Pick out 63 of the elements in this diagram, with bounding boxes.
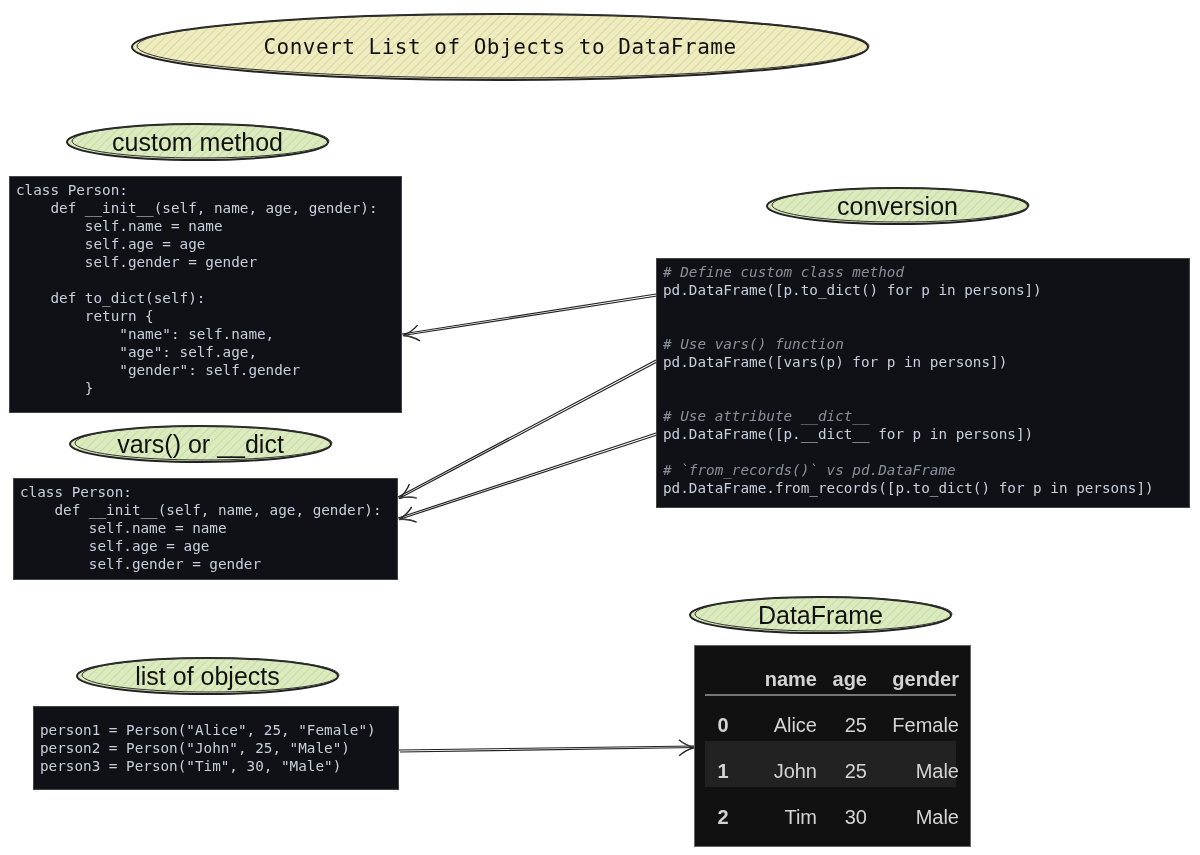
code-line: class Person: (16, 181, 128, 199)
code-block (13, 478, 398, 580)
row-index: 0 (717, 713, 729, 737)
arrow (397, 432, 658, 523)
code-line: self.gender = gender (83, 253, 257, 271)
table-cell: Tim (784, 805, 817, 829)
code-line: pd.DataFrame([vars(p) for p in persons]) (663, 353, 1008, 371)
code-line: pd.DataFrame.from_records([p.to_dict() for p in persons]) (663, 479, 1154, 497)
code-line: self.gender = gender (87, 555, 261, 573)
table-cell: 30 (844, 805, 867, 829)
code-line: # Use vars() function (663, 335, 844, 353)
code-line: self.age = age (87, 537, 210, 555)
code-block (9, 176, 402, 413)
code-block (656, 258, 1190, 508)
heading-text: conversion (836, 191, 959, 221)
heading-ellipse (765, 186, 1030, 226)
title-ellipse (130, 12, 870, 82)
arrow (398, 739, 696, 757)
table-cell: John (773, 759, 817, 783)
code-line: # Define custom class method (663, 263, 904, 281)
heading-ellipse (68, 424, 333, 464)
code-line: # Use attribute __dict__ (663, 407, 870, 425)
code-block (33, 706, 399, 790)
code-line: pd.DataFrame([p.__dict__ for p in persons]) (663, 425, 1034, 443)
code-line: self.name = name (83, 217, 223, 235)
code-line: class Person: (20, 483, 132, 501)
table-cell: Male (915, 759, 959, 783)
table-cell: 25 (844, 759, 867, 783)
code-line: person2 = Person("John", 25, "Male") (40, 739, 350, 757)
code-line: return { (83, 307, 154, 325)
arrow (401, 293, 658, 342)
code-line: self.name = name (87, 519, 227, 537)
code-line: person1 = Person("Alice", 25, "Female") (40, 721, 376, 739)
code-line: } (83, 379, 94, 397)
title-text: Convert List of Objects to DataFrame (262, 35, 738, 59)
table-cell: Female (892, 713, 959, 737)
column-header: name (764, 667, 817, 691)
code-line: self.age = age (83, 235, 206, 253)
heading-text: vars() or __dict (116, 429, 285, 459)
column-header: gender (892, 667, 959, 691)
table-cell: Male (915, 805, 959, 829)
table-cell: Alice (773, 713, 817, 737)
heading-text: custom method (111, 127, 284, 157)
code-line: def to_dict(self): (49, 289, 206, 307)
heading-ellipse (75, 656, 340, 696)
code-line: person3 = Person("Tim", 30, "Male") (40, 757, 342, 775)
arrow (397, 359, 658, 500)
code-line: def __init__(self, name, age, gender): (49, 199, 378, 217)
code-line: "gender": self.gender (118, 361, 301, 379)
column-header: age (832, 667, 867, 691)
dataframe-table (694, 645, 971, 847)
row-index: 2 (717, 805, 729, 829)
code-line: pd.DataFrame([p.to_dict() for p in persons]) (663, 281, 1042, 299)
heading-ellipse (688, 595, 953, 635)
row-index: 1 (717, 759, 729, 783)
code-line: "name": self.name, (118, 325, 275, 343)
code-line: def __init__(self, name, age, gender): (53, 501, 382, 519)
heading-text: list of objects (134, 661, 281, 691)
heading-ellipse (65, 122, 330, 162)
heading-text: DataFrame (756, 600, 884, 630)
code-line: "age": self.age, (118, 343, 257, 361)
table-cell: 25 (844, 713, 867, 737)
code-line: # `from_records()` vs pd.DataFrame (663, 461, 956, 479)
